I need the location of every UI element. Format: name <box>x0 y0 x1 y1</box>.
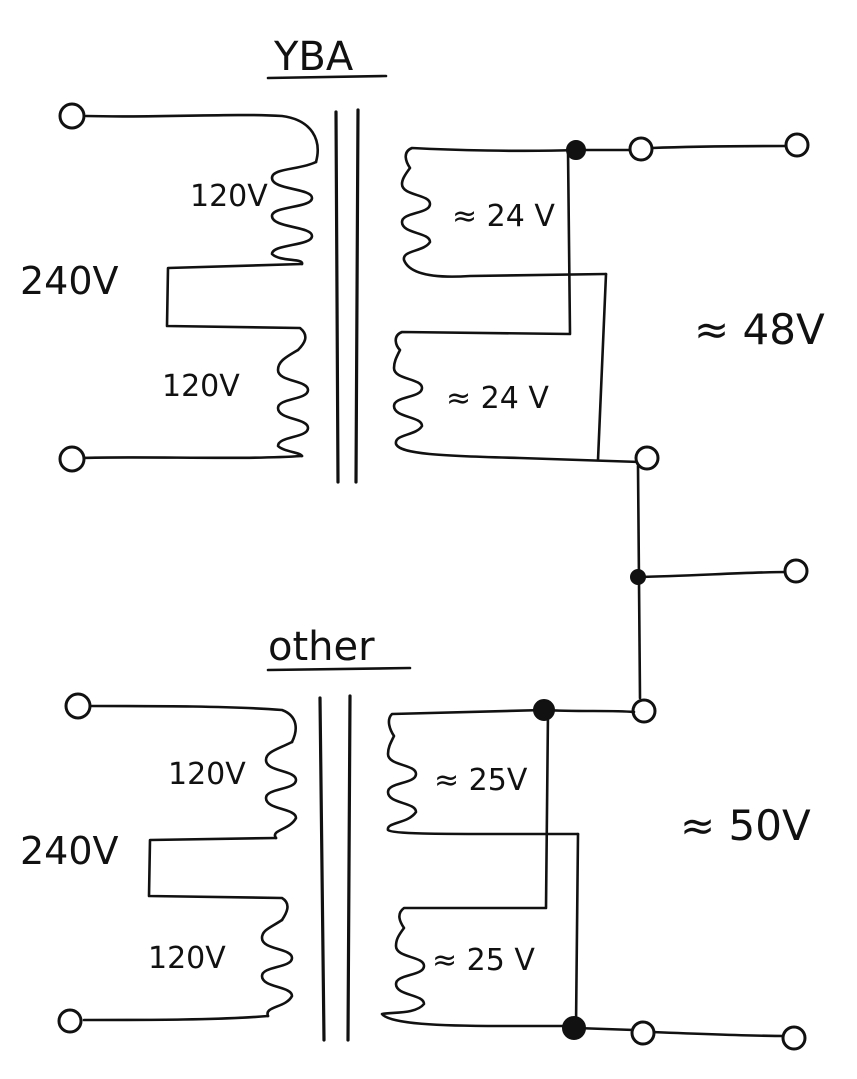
bottom-primary-top-lead <box>88 704 297 744</box>
bottom-secondary-top-link <box>542 708 636 714</box>
top-output-wire <box>650 144 792 150</box>
bottom-primary-series-link <box>147 836 289 922</box>
top-secondary-upper-winding-label: ≈ 24 V <box>452 199 555 234</box>
top-secondary-upper-coil <box>400 146 608 278</box>
top-secondary-parallel-link <box>596 272 608 462</box>
bottom-primary-lower-winding-label: 120V <box>148 941 226 976</box>
bottom-primary-terminal-2 <box>57 1008 83 1034</box>
top-primary-bottom-lead <box>78 454 304 460</box>
bottom-output-terminal-b <box>781 1025 807 1051</box>
bottom-secondary-junction-top <box>533 699 555 721</box>
bottom-output-wire <box>650 1030 788 1038</box>
bottom-secondary-upper-winding-label: ≈ 25V <box>434 763 528 798</box>
top-title-underline <box>266 74 388 80</box>
top-output-terminal-b <box>784 132 810 158</box>
bottom-output-terminal-a <box>630 1020 656 1046</box>
bottom-core-line-left <box>318 696 326 1042</box>
bottom-primary-terminal-1 <box>64 692 92 720</box>
top-primary-upper-winding-label: 120V <box>190 179 268 214</box>
bottom-secondary-return-terminal <box>631 698 657 724</box>
bottom-secondary-lower-coil <box>380 710 578 1028</box>
bottom-primary-voltage-label: 240V <box>20 829 119 873</box>
top-transformer-title: YBA <box>273 34 354 80</box>
bottom-primary-bottom-lead <box>82 1014 270 1022</box>
top-secondary-lower-winding-label: ≈ 24 V <box>446 381 549 416</box>
bottom-secondary-junction-bottom <box>562 1016 586 1040</box>
top-primary-lower-winding-label: 120V <box>162 369 240 404</box>
top-primary-lower-coil <box>276 348 310 458</box>
top-output-voltage-label: ≈ 48V <box>694 305 825 354</box>
top-primary-terminal-2 <box>58 445 86 473</box>
top-core-line-left <box>334 110 340 484</box>
top-primary-terminal-1 <box>58 102 86 130</box>
top-primary-upper-coil <box>270 160 318 266</box>
top-secondary-lower-coil <box>392 148 642 464</box>
top-transformer: YBA 240V 120V 120V ≈ 24 V ≈ 24 V ≈ 48V <box>20 34 825 484</box>
center-tap-wire <box>636 570 790 579</box>
top-secondary-return-terminal <box>634 445 660 471</box>
top-secondary-junction <box>566 140 586 160</box>
bottom-transformer: other 240V 120V 120V ≈ 25V ≈ 25 V ≈ 5 <box>20 624 811 1051</box>
bottom-primary-upper-coil <box>264 740 298 840</box>
bottom-output-voltage-label: ≈ 50V <box>680 801 811 850</box>
top-primary-voltage-label: 240V <box>20 259 119 303</box>
bottom-primary-lower-coil <box>260 918 294 1018</box>
series-connection <box>630 445 809 724</box>
bottom-primary-upper-winding-label: 120V <box>168 757 246 792</box>
bottom-secondary-upper-coil <box>386 708 580 836</box>
bottom-secondary-parallel-link <box>574 832 580 1028</box>
bottom-transformer-title: other <box>268 624 375 670</box>
bottom-title-underline <box>266 666 412 672</box>
top-output-terminal-a <box>628 136 654 162</box>
center-tap-terminal <box>783 558 809 584</box>
top-primary-top-lead <box>84 113 319 164</box>
top-primary-series-link <box>165 262 307 352</box>
top-core-line-right <box>354 108 360 484</box>
bottom-secondary-lower-winding-label: ≈ 25 V <box>432 943 535 978</box>
center-tap-junction <box>630 569 646 585</box>
bottom-core-line-right <box>346 694 352 1042</box>
